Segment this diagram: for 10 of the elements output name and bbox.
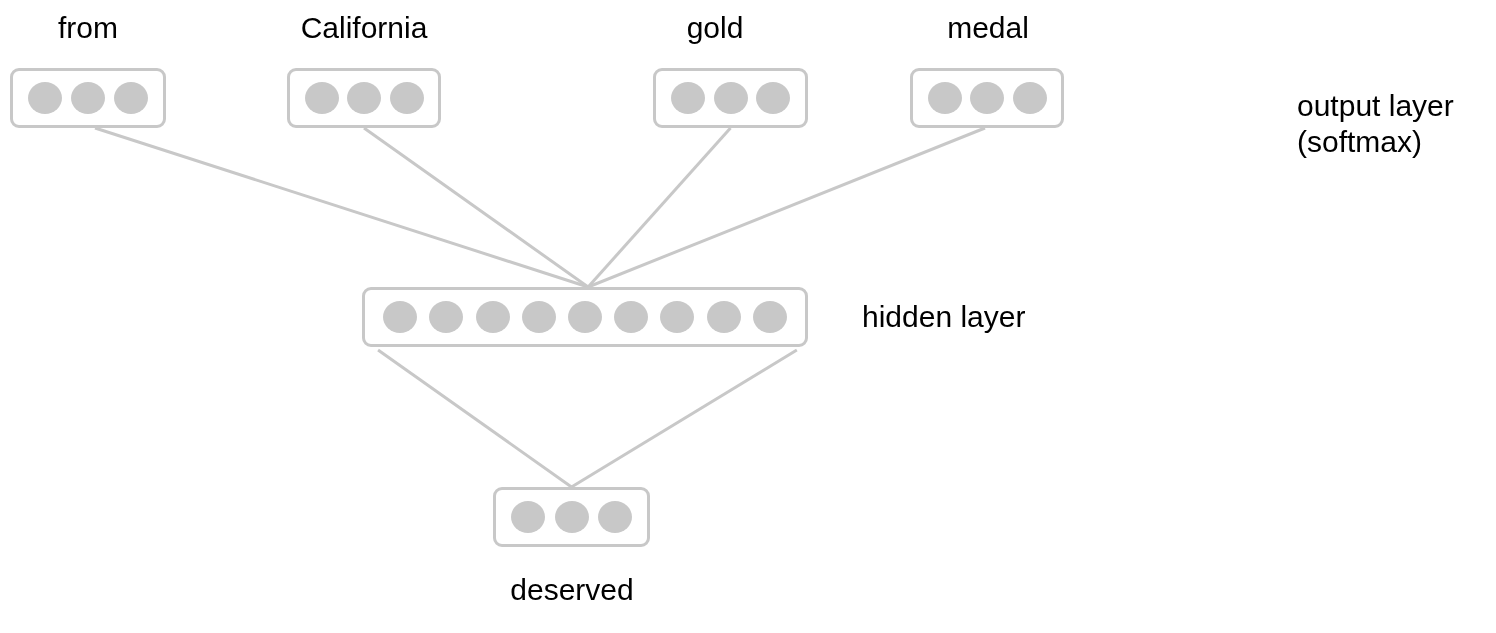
- word-label: California: [300, 13, 428, 43]
- layer-label: hidden layer: [862, 302, 1026, 332]
- layer-label: output layer (softmax): [1297, 88, 1455, 160]
- word-label: medal: [947, 13, 1029, 43]
- word-label: from: [58, 13, 118, 43]
- word-label: gold: [686, 13, 744, 43]
- connector-line: [570, 348, 798, 489]
- connector-line: [377, 348, 573, 489]
- connector-line: [587, 127, 732, 288]
- word-label: deserved: [510, 575, 634, 605]
